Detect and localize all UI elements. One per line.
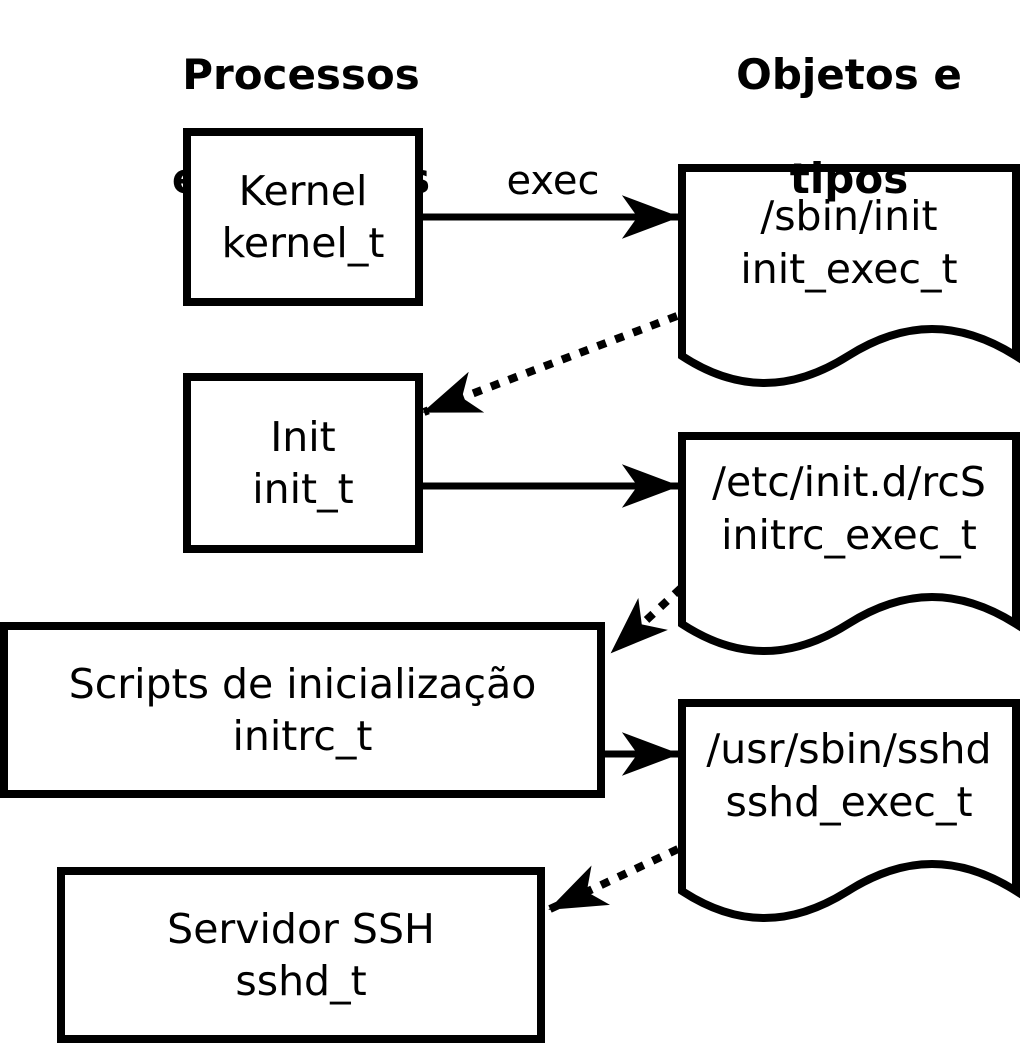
object-sbin-init-type: init_exec_t	[740, 245, 958, 293]
process-init-scripts-domain: initrc_t	[232, 712, 373, 760]
transition-arrow-sshd-to-servidor	[548, 845, 680, 913]
exec-arrow-label: exec	[506, 158, 600, 204]
header-processes-line1: Processos	[182, 50, 420, 99]
process-ssh-server-label: Servidor SSH	[167, 905, 435, 953]
process-kernel-label: Kernel	[238, 167, 368, 215]
process-box-kernel: Kernel kernel_t	[183, 128, 423, 306]
object-doc-etc-initd-rcs: /etc/init.d/rcS initrc_exec_t	[684, 456, 1014, 562]
process-kernel-domain: kernel_t	[221, 219, 385, 267]
process-init-scripts-label: Scripts de inicialização	[68, 660, 537, 708]
object-rcs-type: initrc_exec_t	[721, 511, 977, 559]
document-shape-etc-initd-rcs	[678, 432, 1020, 655]
object-sshd-type: sshd_exec_t	[725, 778, 973, 826]
object-doc-sbin-init: /sbin/init init_exec_t	[684, 190, 1014, 296]
document-shape-usr-sbin-sshd	[678, 699, 1020, 922]
object-doc-usr-sbin-sshd: /usr/sbin/sshd sshd_exec_t	[684, 723, 1014, 829]
process-ssh-server-domain: sshd_t	[235, 957, 367, 1005]
transition-arrow-sbin-init-to-init	[422, 312, 679, 416]
object-rcs-path: /etc/init.d/rcS	[712, 458, 986, 506]
object-sbin-init-path: /sbin/init	[760, 192, 938, 240]
transition-arrow-rcs-to-initrc	[609, 585, 684, 655]
header-objects-line1: Objetos e	[736, 50, 962, 99]
document-shape-sbin-init	[678, 164, 1020, 387]
process-init-domain: init_t	[252, 465, 354, 513]
header-objects-line2: tipos	[789, 154, 909, 203]
process-box-ssh-server: Servidor SSH sshd_t	[57, 867, 545, 1043]
process-init-label: Init	[270, 413, 336, 461]
process-box-init-scripts: Scripts de inicialização initrc_t	[0, 622, 605, 798]
object-sshd-path: /usr/sbin/sshd	[706, 725, 992, 773]
process-box-init: Init init_t	[183, 373, 423, 553]
column-header-objects: Objetos e tipos	[682, 0, 1016, 257]
